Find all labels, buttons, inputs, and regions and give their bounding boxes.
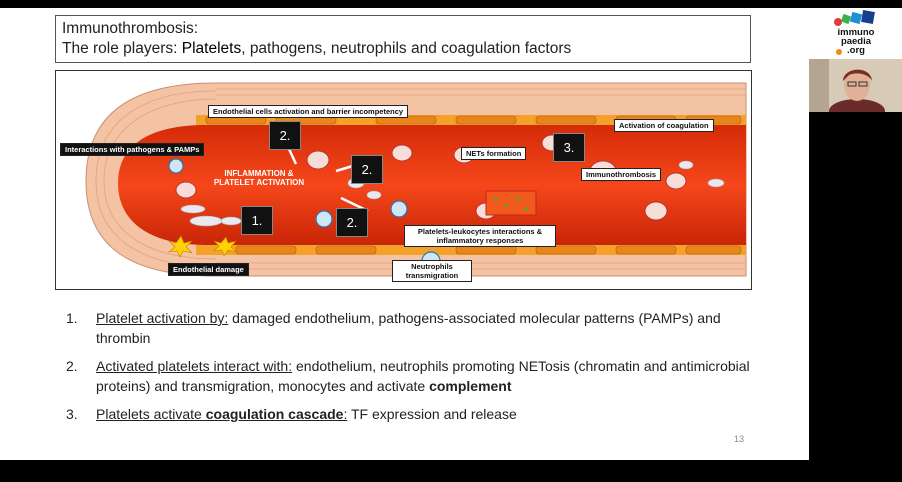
title-bold: Platelets	[181, 40, 242, 57]
list-item: 3. Platelets activate coagulation cascad…	[66, 406, 517, 422]
label-neutrophils-transmigration: Neutrophils transmigration	[392, 260, 472, 282]
webcam-feed	[809, 59, 902, 112]
label-nets-formation: NETs formation	[461, 147, 527, 160]
page-number: 13	[734, 434, 745, 444]
logo-text: immuno paedia .org	[837, 27, 875, 56]
label-platelets-leukocytes: Platelets-leukocytes interactions & infl…	[404, 225, 556, 247]
label-inflammation: INFLAMMATION & PLATELET ACTIVATION	[213, 169, 305, 187]
marker-number-2c: 2.	[336, 208, 368, 237]
immunopaedia-logo-icon	[834, 10, 875, 55]
bullet-list: 1. Platelet activation by: damaged endot…	[66, 308, 766, 432]
webcam-person-icon	[809, 59, 902, 112]
immunothrombosis-figure: Endothelial cells activation and barrier…	[55, 70, 752, 290]
label-activation-coagulation: Activation of coagulation	[614, 119, 714, 132]
list-item: 1. Platelet activation by: damaged endot…	[66, 310, 721, 346]
marker-number-3: 3.	[553, 133, 585, 162]
label-endothelial-activation: Endothelial cells activation and barrier…	[208, 105, 409, 118]
marker-number-2b: 2.	[351, 155, 383, 184]
marker-number-2a: 2.	[269, 121, 301, 150]
label-immunothrombosis: Immunothrombosis	[581, 168, 662, 181]
title-line-1: Immunothrombosis:	[62, 20, 199, 37]
title-line-2: The role players: Platelets, pathogens, …	[62, 40, 572, 57]
slide-title: Immunothrombosis: The role players: Plat…	[55, 15, 751, 63]
label-interactions-pathogens: Interactions with pathogens & PAMPs	[60, 143, 205, 156]
slide: Immunothrombosis: The role players: Plat…	[0, 8, 809, 460]
label-endothelial-damage: Endothelial damage	[168, 263, 249, 276]
marker-number-1: 1.	[241, 206, 273, 235]
list-item: 2. Activated platelets interact with: en…	[66, 358, 750, 394]
